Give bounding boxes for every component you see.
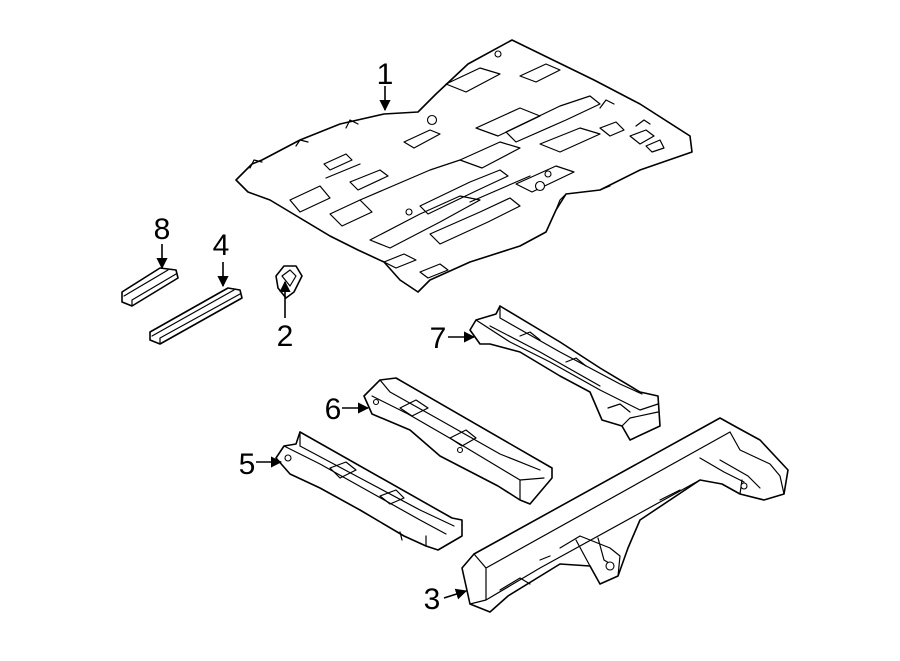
callout-6: 6	[325, 393, 342, 426]
sill-strip-part-4	[149, 287, 243, 345]
callout-leaders	[156, 86, 476, 600]
crossmember-part-7	[469, 305, 661, 441]
crossmember-part-5	[275, 431, 463, 551]
crossmember-part-6	[363, 377, 553, 505]
callout-1: 1	[377, 58, 394, 91]
floor-pan-part	[235, 39, 693, 293]
callout-4: 4	[213, 229, 230, 262]
callout-7: 7	[430, 322, 447, 355]
callout-8: 8	[154, 213, 171, 246]
bracket-part-2	[275, 265, 303, 299]
callout-3: 3	[424, 583, 441, 616]
crossmember-part-3	[461, 417, 789, 613]
pad-part-8	[121, 267, 179, 307]
callout-2: 2	[277, 320, 294, 353]
callout-5: 5	[239, 448, 256, 481]
